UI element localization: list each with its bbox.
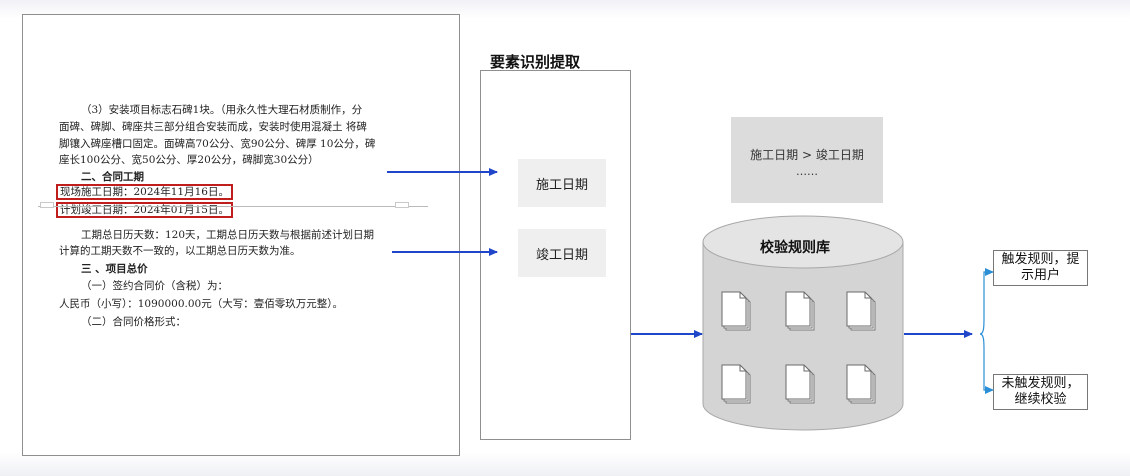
document-line-text: （一）签约合同价（含税）为： [81,280,228,292]
document-line-text: 面碑、碑脚、碑座共三部分组合安装而成，安装时使用混凝土 将碑 [59,121,367,133]
document-line: （二）合同价格形式： [81,315,186,329]
rule-doc-icon [721,291,751,331]
document-line-text: 三 、项目总价 [81,263,148,275]
document-line: 计算的工期天数不一致的，以工期总日历天数为准。 [59,244,301,258]
field-start-date: 施工日期 [518,159,606,207]
document-line-text: （二）合同价格形式： [81,316,186,328]
rule-doc-icon [846,364,876,404]
field-completion-date: 竣工日期 [518,229,606,277]
highlighted-date-line: 现场施工日期：2024年11月16日。 [56,184,233,200]
rule-doc-icon [721,364,751,404]
result-triggered-box: 触发规则，提 示用户 [993,250,1088,286]
highlighted-date-line: 计划竣工日期：2024年01月15日。 [56,202,233,218]
document-line: 脚镶入碑座槽口固定。面碑高70公分、宽90公分、碑厚 10公分，碑 [59,137,375,151]
document-line-text: 脚镶入碑座槽口固定。面碑高70公分、宽90公分、碑厚 10公分，碑 [59,138,376,150]
document-line: 三 、项目总价 [81,262,148,276]
document-line-text: 二、合同工期 [81,171,144,183]
document-line-text: 计算的工期天数不一致的，以工期总日历天数为准。 [59,245,301,257]
document-line-text: 现场施工日期：2024年11月16日。 [56,184,233,200]
document-line: 面碑、碑脚、碑座共三部分组合安装而成，安装时使用混凝土 将碑 [59,120,367,134]
result-triggered-line-1: 触发规则，提 [1001,252,1080,267]
rule-doc-icon [846,291,876,331]
result-triggered-line-2: 示用户 [1020,268,1060,283]
contract-document: （3）安装项目标志石碑1块。（用永久性大理石材质制作，分面碑、碑脚、碑座共三部分… [22,14,460,456]
database-title: 校验规则库 [760,240,830,256]
result-not-triggered-line-2: 继续校验 [1014,392,1067,407]
document-line: （一）签约合同价（含税）为： [81,279,228,293]
document-line-text: 座长100公分、宽50公分、厚20公分，碑脚宽30公分） [59,154,319,166]
ruler-marker-right [395,202,409,208]
document-line: 工期总日历天数：120天，工期总日历天数与根据前述计划日期 [81,228,374,242]
rule-doc-icon [785,291,815,331]
extraction-title: 要素识别提取 [490,53,581,71]
document-line-text: （3）安装项目标志石碑1块。（用永久性大理石材质制作，分 [81,104,363,116]
document-line: 二、合同工期 [81,170,144,184]
document-line-text: 人民币（小写）：1090000.00元（大写：壹佰零玖万元整）。 [59,298,343,310]
page-ruler-line [38,206,428,207]
rule-text: 施工日期 > 竣工日期 [750,148,864,162]
result-not-triggered-box: 未触发规则， 继续校验 [993,374,1088,410]
document-line: （3）安装项目标志石碑1块。（用永久性大理石材质制作，分 [81,103,362,117]
rule-doc-icon [785,364,815,404]
result-branch-connector [979,268,994,394]
ruler-marker-left [40,202,54,208]
document-line: 座长100公分、宽50公分、厚20公分，碑脚宽30公分） [59,153,319,167]
document-line-text: 计划竣工日期：2024年01月15日。 [56,202,233,218]
document-line-text: 工期总日历天数：120天，工期总日历天数与根据前述计划日期 [81,229,375,241]
rule-ellipsis: …… [796,165,818,178]
rule-box: 施工日期 > 竣工日期 …… [731,117,883,203]
result-not-triggered-line-1: 未触发规则， [1001,376,1080,391]
document-line: 人民币（小写）：1090000.00元（大写：壹佰零玖万元整）。 [59,297,343,311]
